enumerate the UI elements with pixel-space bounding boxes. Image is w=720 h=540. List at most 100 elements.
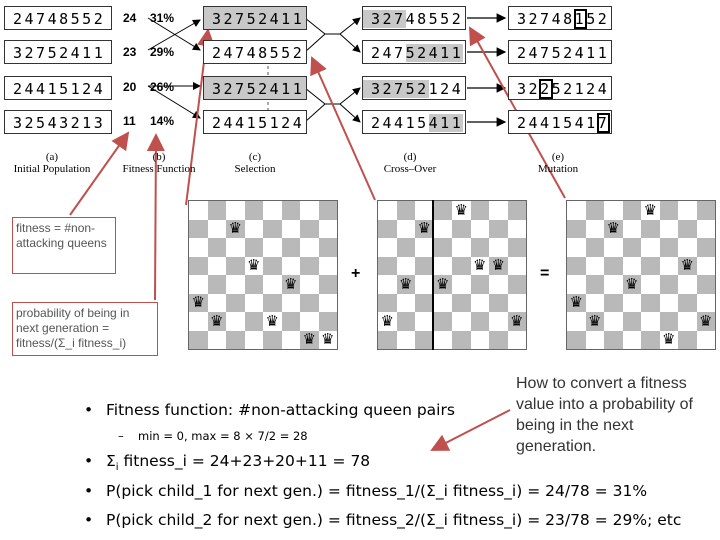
mutation-post: 52124 xyxy=(551,80,610,98)
board-square xyxy=(207,293,226,312)
board-square xyxy=(433,330,452,349)
queen-icon: ♛ xyxy=(606,220,620,238)
fitness-percent-1: 31% xyxy=(150,11,175,25)
board-square xyxy=(244,293,263,312)
mutation-post: 52 xyxy=(586,10,610,28)
fitness-note: fitness = #non-attacking queens xyxy=(12,217,116,274)
board-square xyxy=(641,238,660,257)
board-square xyxy=(263,256,282,275)
board-square xyxy=(641,256,660,275)
board-square xyxy=(281,256,300,275)
board-square xyxy=(378,201,397,220)
mutated-gene: 2 xyxy=(539,79,553,99)
caption-letter: (b) xyxy=(152,151,166,163)
board-square xyxy=(452,219,471,238)
board-square xyxy=(433,256,452,275)
board-square xyxy=(696,201,715,220)
crossover-divider xyxy=(432,200,434,350)
bullet-fitness-function: Fitness function: #non-attacking queen p… xyxy=(106,401,455,419)
sigma-symbol: Σ xyxy=(106,452,116,470)
crossover-string-4: 24415411 xyxy=(362,110,466,134)
board-square xyxy=(433,312,452,331)
board-square xyxy=(470,330,489,349)
board-square xyxy=(396,219,415,238)
board-square: ♛ xyxy=(226,219,245,238)
queen-icon: ♛ xyxy=(210,312,224,330)
board-square: ♛ xyxy=(396,275,415,294)
board-square xyxy=(452,312,471,331)
board-square xyxy=(415,201,434,220)
board-square xyxy=(452,275,471,294)
board-square: ♛ xyxy=(678,256,697,275)
board-square: ♛ xyxy=(300,330,319,349)
bullet-marker: • xyxy=(84,452,94,470)
board-square xyxy=(244,219,263,238)
board-square: ♛ xyxy=(470,256,489,275)
board-square xyxy=(226,256,245,275)
queen-icon: ♛ xyxy=(228,220,242,238)
board-square: ♛ xyxy=(622,275,641,294)
board-square xyxy=(396,201,415,220)
bullet-marker: • xyxy=(84,511,94,529)
board-square xyxy=(659,312,678,331)
board-square: ♛ xyxy=(604,219,623,238)
board-square xyxy=(641,330,660,349)
board-square xyxy=(433,293,452,312)
board-square xyxy=(696,330,715,349)
board-square xyxy=(378,330,397,349)
board-square xyxy=(696,238,715,257)
board-square xyxy=(567,201,586,220)
caption-title: Mutation xyxy=(537,163,579,175)
selection-string-3: 32752411 xyxy=(203,76,307,100)
board-square: ♛ xyxy=(696,312,715,331)
board-square xyxy=(396,238,415,257)
board-square xyxy=(567,330,586,349)
board-square xyxy=(300,256,319,275)
board-square xyxy=(226,330,245,349)
queen-icon: ♛ xyxy=(380,312,394,330)
board-square xyxy=(696,293,715,312)
queen-icon: ♛ xyxy=(399,275,413,293)
queen-icon: ♛ xyxy=(510,312,524,330)
queen-icon: ♛ xyxy=(191,294,205,312)
board-square xyxy=(567,219,586,238)
dash-marker: – xyxy=(118,429,124,443)
board-square xyxy=(585,256,604,275)
mutation-pre: 24752411 xyxy=(517,44,610,62)
fitness-percent-4: 14% xyxy=(150,114,175,128)
board-square xyxy=(318,275,337,294)
population-string-1: 24748552 xyxy=(4,6,112,30)
queen-icon: ♛ xyxy=(436,275,450,293)
board-square xyxy=(567,312,586,331)
selection-string-4: 24415124 xyxy=(203,110,307,134)
queen-icon: ♛ xyxy=(569,294,583,312)
board-square xyxy=(415,238,434,257)
board-square xyxy=(678,293,697,312)
board-square xyxy=(489,238,508,257)
board-square xyxy=(396,330,415,349)
board-square: ♛ xyxy=(378,312,397,331)
crossover-tail: 411 xyxy=(428,114,464,132)
board-square xyxy=(489,293,508,312)
board-square xyxy=(585,330,604,349)
queen-icon: ♛ xyxy=(284,275,298,293)
board-square: ♛ xyxy=(244,256,263,275)
crossover-tail: 48552 xyxy=(405,10,464,28)
crossover-head: 327 xyxy=(363,10,406,28)
board-square xyxy=(263,293,282,312)
board-square xyxy=(226,275,245,294)
board-square xyxy=(585,219,604,238)
board-square xyxy=(207,256,226,275)
caption-letter: (c) xyxy=(248,151,262,163)
board-square xyxy=(415,330,434,349)
board-square xyxy=(189,219,208,238)
board-square: ♛ xyxy=(489,256,508,275)
board-square: ♛ xyxy=(507,312,526,331)
board-square xyxy=(207,201,226,220)
board-square xyxy=(189,201,208,220)
board-square xyxy=(659,201,678,220)
queen-icon: ♛ xyxy=(454,201,468,219)
mutation-string-1: 32748152 xyxy=(508,6,612,30)
board-square xyxy=(396,312,415,331)
board-square xyxy=(659,238,678,257)
